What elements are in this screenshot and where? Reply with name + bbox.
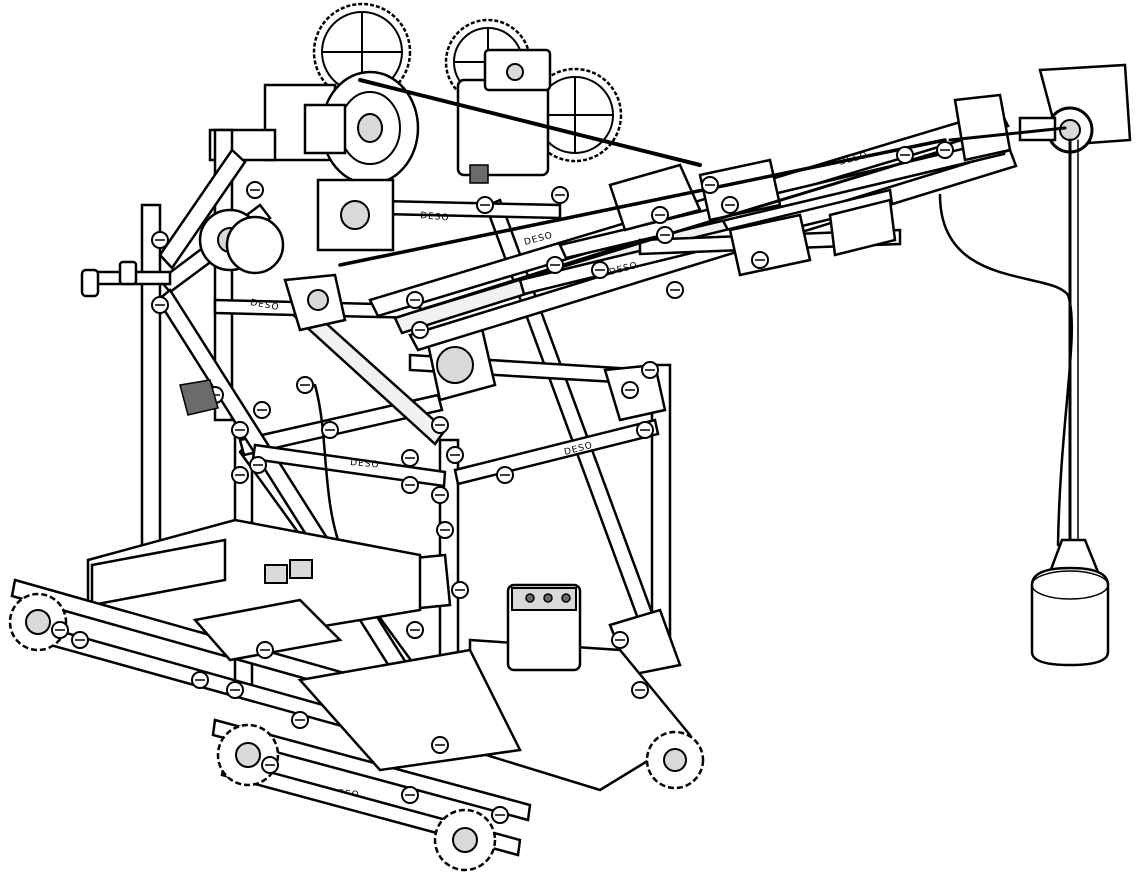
chassis-base: [10, 518, 692, 857]
winch-motor: [263, 70, 420, 186]
wheel-front-left: [8, 592, 68, 652]
beam-stamp-2: DESO: [420, 211, 450, 224]
slewing-disc: [225, 178, 395, 275]
servo-motor: [456, 48, 552, 184]
thumb-screws: [51, 141, 954, 824]
wheel-rear-far: [645, 730, 705, 790]
side-bracket: [179, 379, 219, 416]
wheel-front-right: [216, 723, 280, 787]
left-axle: [80, 260, 172, 298]
winch-cables: [313, 78, 1079, 562]
rear-gear-left: [312, 2, 412, 102]
beam-stamp-6: DESO: [350, 458, 380, 471]
wheel-rear-right: [433, 808, 497, 872]
hanging-weight: [1030, 538, 1110, 667]
